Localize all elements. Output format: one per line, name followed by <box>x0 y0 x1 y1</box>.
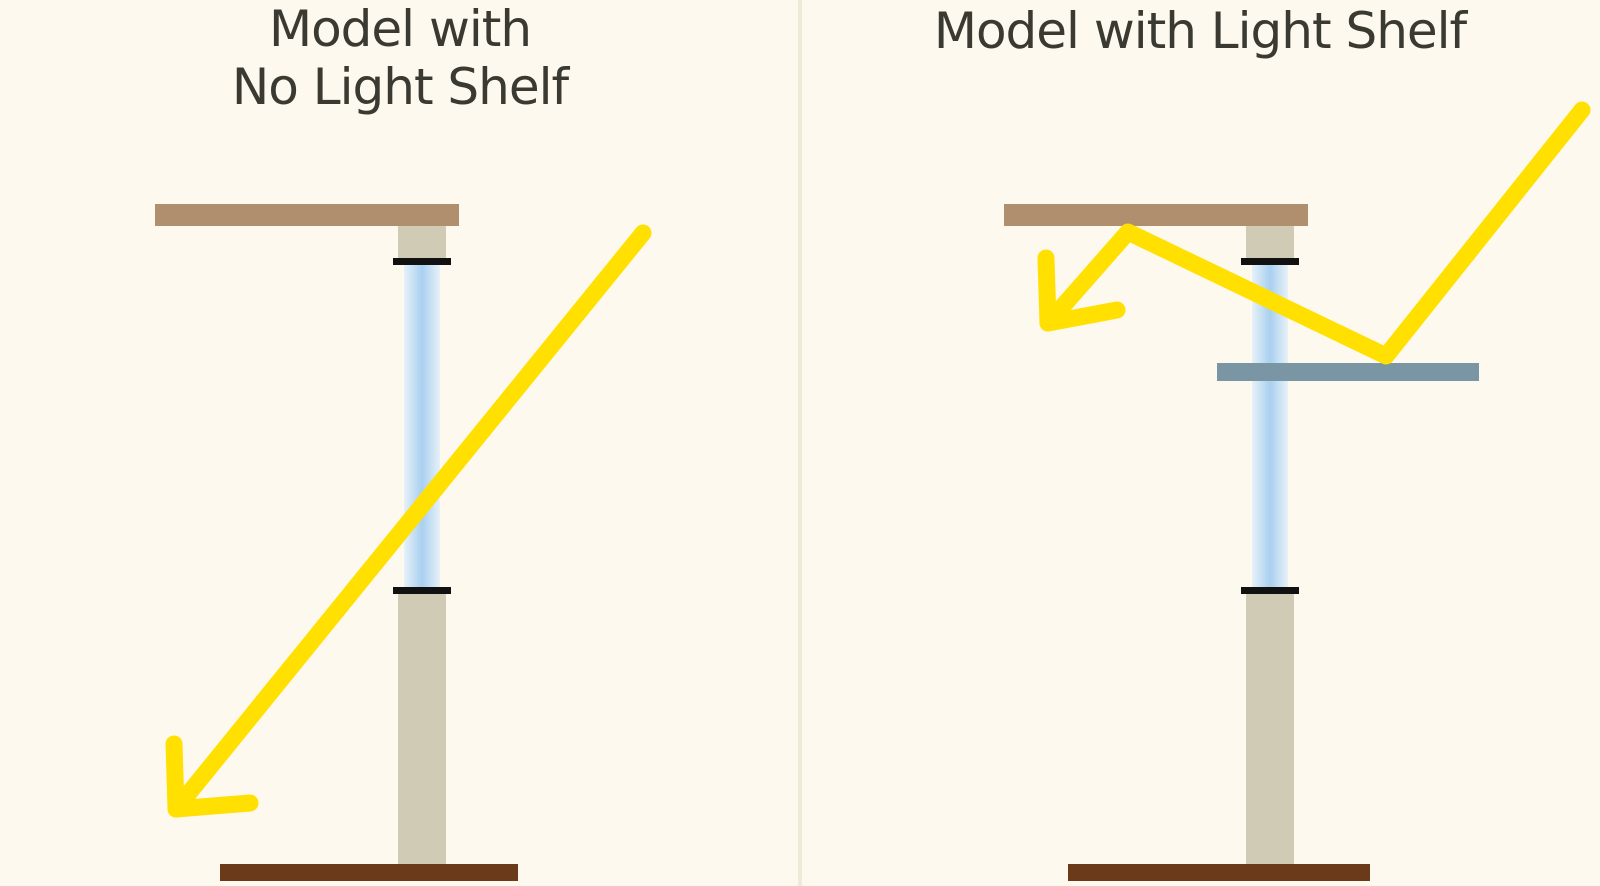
light-shelf <box>1217 363 1479 381</box>
upper-wall-right <box>1246 226 1294 261</box>
floor-right <box>1068 864 1370 881</box>
arrowhead-left <box>165 735 259 818</box>
window-glass-left <box>404 261 440 591</box>
upper-wall-left <box>398 226 446 261</box>
lower-wall-left <box>398 594 446 864</box>
lower-wall-right <box>1246 594 1294 864</box>
title-no-light-shelf: Model with No Light Shelf <box>150 0 650 116</box>
arrowhead-right <box>1037 249 1126 332</box>
title-with-light-shelf: Model with Light Shelf <box>933 2 1467 60</box>
panel-no-light-shelf <box>155 204 652 881</box>
title-no-light-shelf-line2: No Light Shelf <box>231 58 569 116</box>
ceiling-left <box>155 204 459 226</box>
title-no-light-shelf-line1: Model with <box>268 0 532 58</box>
light-ray-right <box>1037 101 1591 365</box>
floor-left <box>220 864 518 881</box>
window-top-frame-right <box>1241 258 1299 265</box>
window-bottom-frame-right <box>1241 587 1299 594</box>
window-glass-right <box>1252 261 1288 591</box>
window-bottom-frame-left <box>393 587 451 594</box>
ceiling-right <box>1004 204 1308 226</box>
panel-with-light-shelf <box>1004 101 1591 881</box>
window-top-frame-left <box>393 258 451 265</box>
light-ray-left <box>165 224 652 818</box>
